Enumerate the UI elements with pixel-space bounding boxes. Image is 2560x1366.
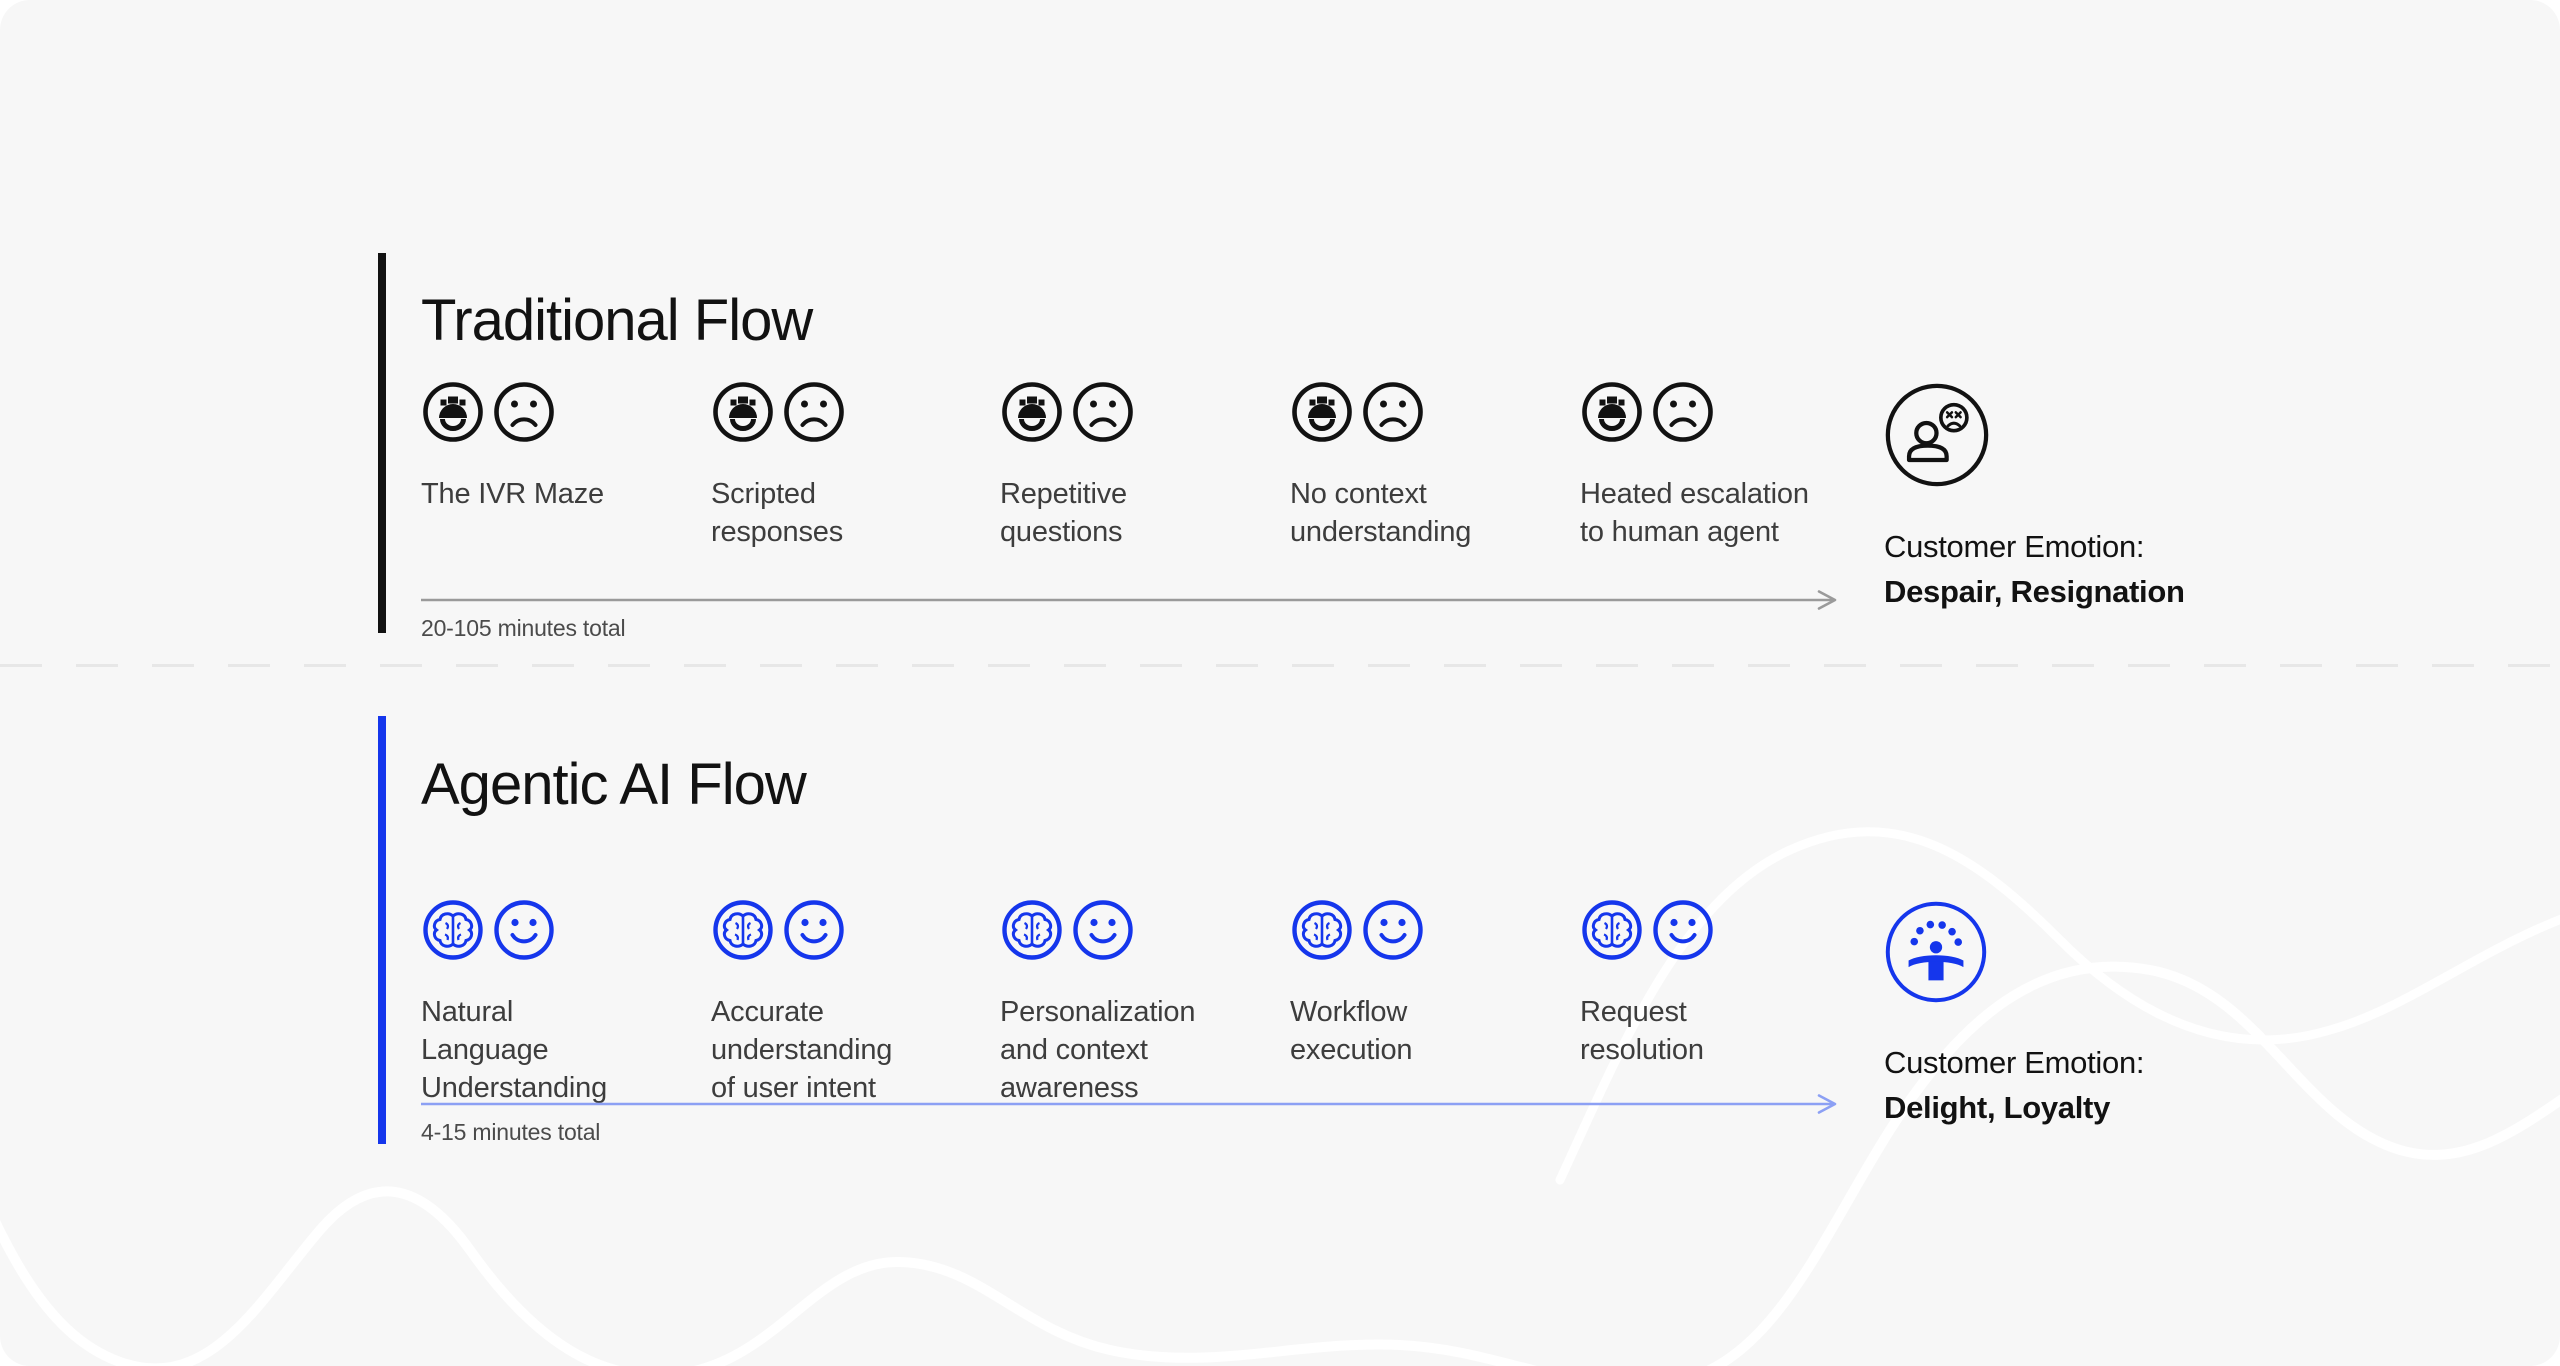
smiley-face-icon	[1361, 898, 1425, 962]
sad-face-icon	[1071, 380, 1135, 444]
emotion-label: Customer Emotion:	[1884, 1045, 2145, 1080]
agentic-step-2: Accurate understanding of user intent	[711, 898, 963, 1108]
ai-brain-icon	[1000, 898, 1064, 962]
support-agent-icon	[1580, 380, 1644, 444]
support-agent-icon	[1000, 380, 1064, 444]
despairing-customer-icon	[1884, 382, 1990, 488]
agentic-duration: 4-15 minutes total	[421, 1119, 601, 1145]
traditional-duration: 20-105 minutes total	[421, 615, 626, 641]
agentic-step-icons	[1290, 898, 1542, 962]
traditional-step-icons	[421, 380, 673, 444]
step-label: Personalization and context awareness	[1000, 996, 1196, 1104]
sad-face-icon	[492, 380, 556, 444]
agentic-step-icons	[1000, 898, 1252, 962]
step-label: Workflow execution	[1290, 996, 1413, 1066]
traditional-step-icons	[711, 380, 963, 444]
traditional-step-1: The IVR Maze	[421, 380, 673, 514]
traditional-timeline-arrow	[421, 588, 1851, 612]
step-label: The IVR Maze	[421, 478, 604, 510]
smiley-face-icon	[782, 898, 846, 962]
delighted-customer-icon	[1884, 900, 1988, 1004]
traditional-flow-title: Traditional Flow	[421, 287, 813, 353]
smiley-face-icon	[1071, 898, 1135, 962]
ai-brain-icon	[1290, 898, 1354, 962]
ai-brain-icon	[711, 898, 775, 962]
sad-face-icon	[1651, 380, 1715, 444]
traditional-step-icons	[1290, 380, 1542, 444]
agentic-flow-title: Agentic AI Flow	[421, 751, 807, 817]
traditional-emotion-block: Customer Emotion: Despair, Resignation	[1884, 382, 2304, 610]
agentic-timeline-arrow	[421, 1092, 1851, 1116]
sad-face-icon	[1361, 380, 1425, 444]
traditional-step-4: No context understanding	[1290, 380, 1542, 552]
smiley-face-icon	[492, 898, 556, 962]
step-label: Request resolution	[1580, 996, 1704, 1066]
agentic-step-1: Natural Language Understanding	[421, 898, 673, 1108]
traditional-step-3: Repetitive questions	[1000, 380, 1252, 552]
support-agent-icon	[711, 380, 775, 444]
smiley-face-icon	[1651, 898, 1715, 962]
step-label: Accurate understanding of user intent	[711, 996, 893, 1104]
ai-brain-icon	[421, 898, 485, 962]
step-label: Natural Language Understanding	[421, 996, 608, 1104]
agentic-step-icons	[711, 898, 963, 962]
section-divider	[0, 664, 2560, 667]
step-label: No context understanding	[1290, 478, 1472, 548]
step-label: Scripted responses	[711, 478, 843, 548]
agentic-step-3: Personalization and context awareness	[1000, 898, 1252, 1108]
traditional-step-5: Heated escalation to human agent	[1580, 380, 1832, 552]
sad-face-icon	[782, 380, 846, 444]
agentic-accent-bar	[378, 716, 386, 1144]
traditional-step-icons	[1000, 380, 1252, 444]
step-label: Heated escalation to human agent	[1580, 478, 1809, 548]
agentic-emotion-block: Customer Emotion: Delight, Loyalty	[1884, 900, 2304, 1126]
step-label: Repetitive questions	[1000, 478, 1127, 548]
traditional-step-icons	[1580, 380, 1832, 444]
agentic-step-5: Request resolution	[1580, 898, 1832, 1070]
emotion-label: Customer Emotion:	[1884, 529, 2145, 564]
agentic-step-4: Workflow execution	[1290, 898, 1542, 1070]
agentic-step-icons	[421, 898, 673, 962]
ai-brain-icon	[1580, 898, 1644, 962]
traditional-step-2: Scripted responses	[711, 380, 963, 552]
emotion-value: Despair, Resignation	[1884, 574, 2185, 609]
emotion-value: Delight, Loyalty	[1884, 1090, 2111, 1125]
agentic-step-icons	[1580, 898, 1832, 962]
traditional-accent-bar	[378, 253, 386, 633]
support-agent-icon	[421, 380, 485, 444]
support-agent-icon	[1290, 380, 1354, 444]
